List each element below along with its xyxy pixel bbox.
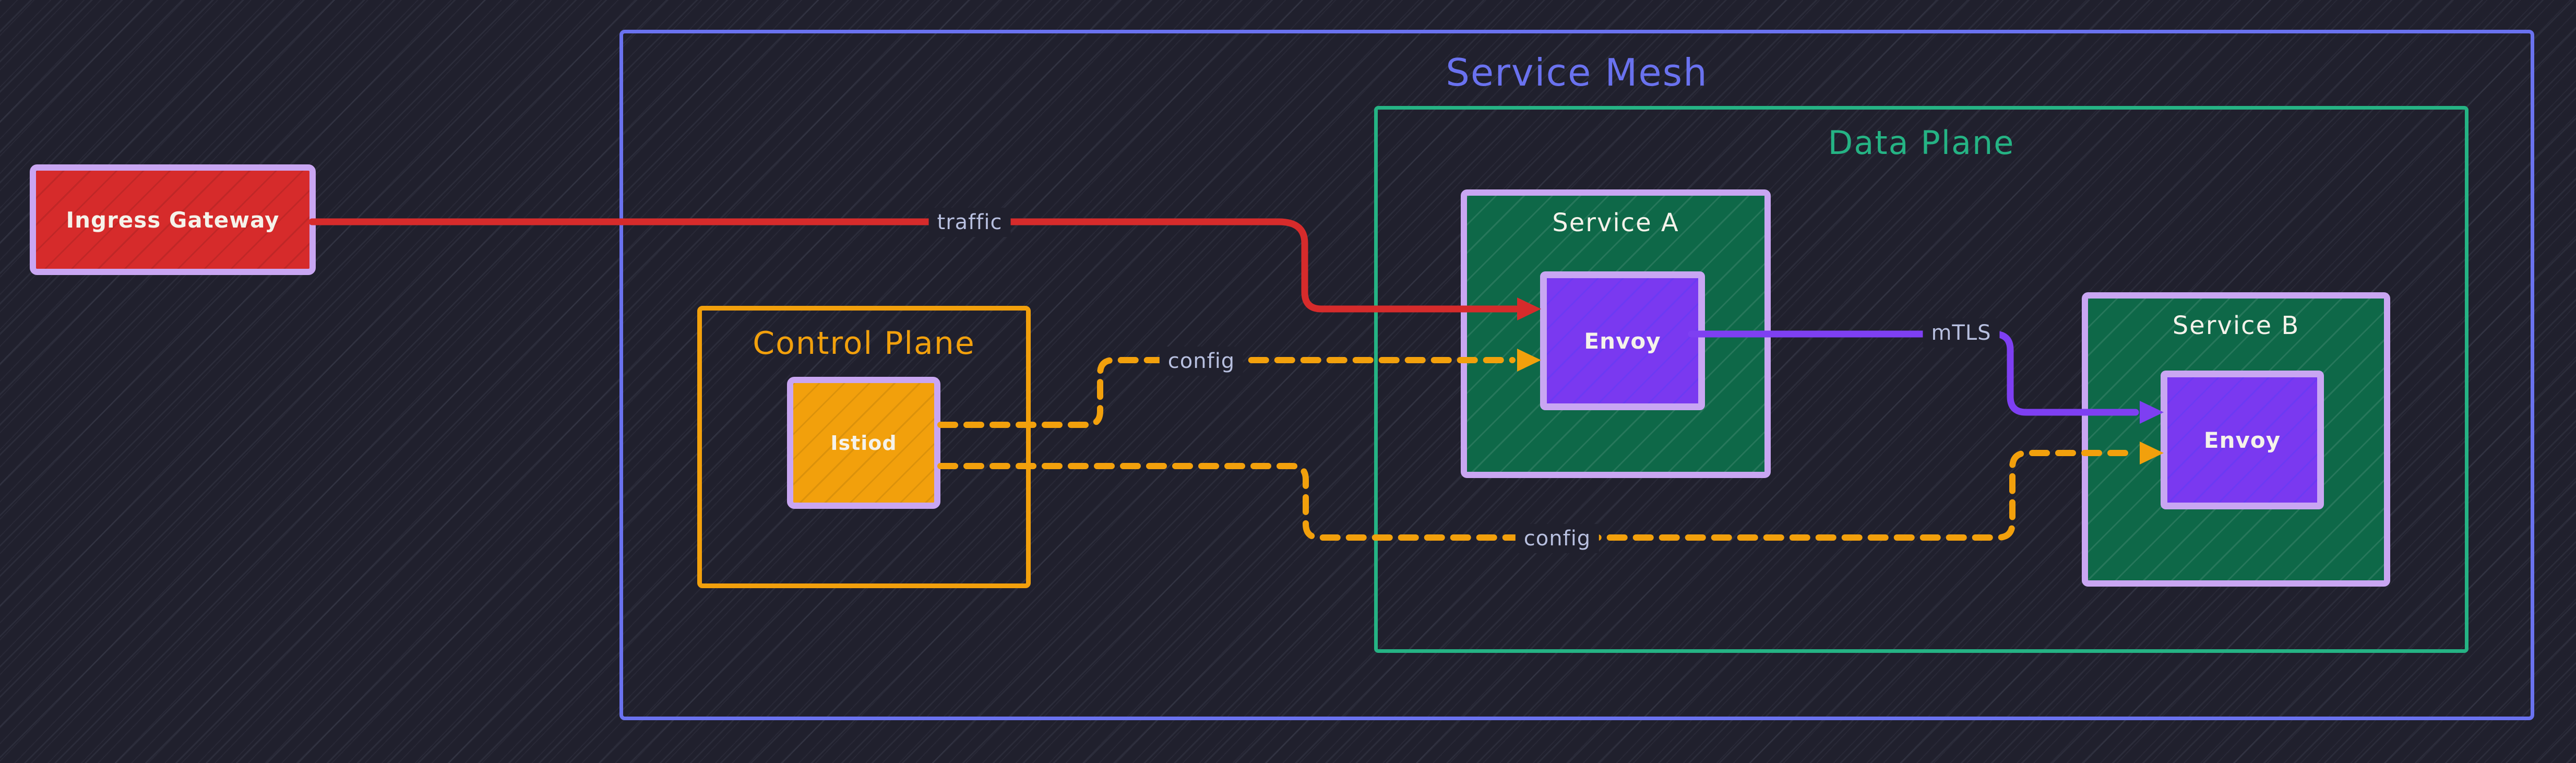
service-a-envoy-label: Envoy [1584, 328, 1661, 354]
traffic-edge-label: traffic [928, 208, 1011, 237]
istiod-label: Istiod [830, 431, 897, 455]
service-mesh-title: Service Mesh [1446, 51, 1708, 94]
service-b-title: Service B [2172, 311, 2300, 340]
config-a-edge-label: config [1159, 347, 1244, 376]
service-mesh-container[interactable]: Service Mesh [619, 30, 2534, 720]
config-b-edge-label: config [1515, 524, 1600, 553]
service-b-envoy-label: Envoy [2203, 427, 2281, 453]
service-a-envoy-node[interactable]: Envoy [1540, 271, 1705, 410]
ingress-gateway-label: Ingress Gateway [66, 207, 280, 233]
data-plane-title: Data Plane [1828, 124, 2015, 162]
service-b-envoy-node[interactable]: Envoy [2161, 371, 2324, 509]
service-b-node[interactable]: Service B Envoy [2082, 292, 2390, 587]
service-a-node[interactable]: Service A Envoy [1461, 189, 1771, 478]
ingress-gateway-node[interactable]: Ingress Gateway [30, 164, 316, 275]
control-plane-title: Control Plane [753, 325, 975, 362]
service-a-title: Service A [1552, 208, 1679, 237]
mtls-edge-label: mTLS [1923, 318, 2000, 348]
istiod-node[interactable]: Istiod [787, 377, 940, 509]
